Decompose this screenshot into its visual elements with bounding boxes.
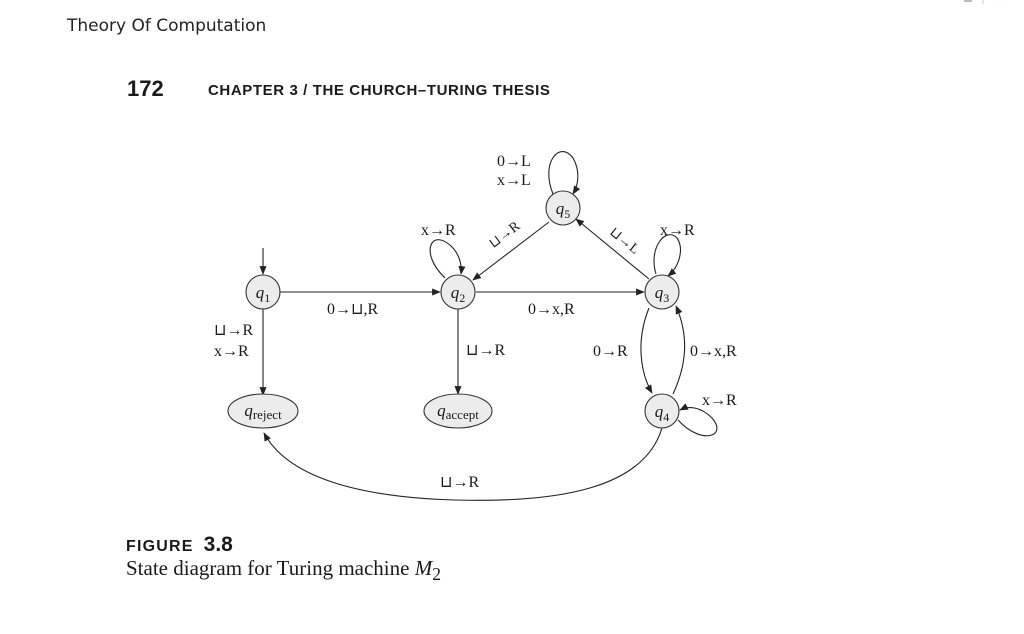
state-q4-base: q	[655, 402, 664, 421]
label-q1-reject-b: x→R	[214, 343, 249, 360]
label-q3-q4: 0→x,R	[690, 343, 737, 360]
edge-q3-q4	[640, 307, 653, 394]
edge-q3-q5	[575, 218, 650, 280]
state-q1-sub: 1	[264, 291, 270, 305]
edge-q3-self	[653, 234, 681, 277]
state-q5-base: q	[556, 199, 565, 218]
state-q3-sub: 3	[663, 291, 669, 305]
label-q4-self: x→R	[702, 392, 737, 409]
label-q5-q2: ⊔→R	[487, 219, 524, 252]
svg-text:q1: q1	[256, 283, 271, 305]
label-q2-q3: 0→x,R	[528, 301, 575, 318]
state-q3: q3	[644, 274, 680, 310]
window-minimize-icon[interactable]	[964, 0, 972, 2]
state-q5-sub: 5	[564, 207, 570, 221]
figure-label-number: 3.8	[203, 533, 233, 556]
state-q3-base: q	[655, 283, 664, 302]
figure-caption: State diagram for Turing machine M2	[126, 556, 441, 585]
figure-label: FIGURE 3.8	[126, 533, 233, 557]
label-q2-self: x→R	[421, 222, 456, 239]
edge-q5-q2	[472, 221, 550, 281]
state-qaccept-sub: accept	[446, 407, 480, 422]
state-qreject-sub: reject	[253, 407, 282, 422]
figure-caption-var: M	[414, 556, 433, 580]
state-q1: q1	[245, 274, 281, 310]
edge-q4-q3	[672, 305, 686, 395]
edge-q4-reject	[263, 427, 663, 501]
label-q3-q5: ⊔→L	[606, 225, 641, 258]
state-q2: q2	[440, 274, 476, 310]
edge-q2-self	[429, 239, 466, 279]
page-number: 172	[127, 76, 164, 101]
label-q4-reject: ⊔→R	[440, 474, 479, 491]
label-q5-self-a: 0→L	[497, 153, 531, 170]
label-q2-accept: ⊔→R	[466, 342, 505, 359]
label-q4-q3: 0→R	[593, 343, 628, 360]
svg-text:q5: q5	[556, 199, 571, 221]
figure-caption-prefix: State diagram for Turing machine	[126, 556, 415, 580]
state-qreject: qreject	[227, 393, 299, 429]
edge-q4-self	[677, 403, 718, 437]
figure-caption-sub: 2	[432, 564, 441, 585]
state-q4: q4	[644, 393, 680, 429]
chapter-heading: CHAPTER 3 / THE CHURCH–TURING THESIS	[208, 82, 551, 99]
window-controls	[964, 0, 1001, 4]
state-qaccept-base: q	[437, 401, 446, 420]
state-q1-base: q	[256, 283, 265, 302]
window-title: Theory Of Computation	[67, 16, 267, 36]
state-q2-sub: 2	[459, 291, 465, 305]
label-q3-self: x→R	[660, 222, 695, 239]
svg-text:q4: q4	[655, 402, 670, 424]
state-qreject-base: q	[244, 401, 253, 420]
state-q4-sub: 4	[663, 410, 669, 424]
label-q1-reject-a: ⊔→R	[214, 322, 253, 339]
edge-q5-self	[548, 151, 581, 195]
figure-label-word: FIGURE	[126, 538, 194, 555]
state-q5: q5	[545, 190, 581, 226]
label-q1-q2: 0→⊔,R	[327, 301, 378, 318]
svg-text:qreject: qreject	[244, 401, 282, 422]
svg-text:q3: q3	[655, 283, 670, 305]
label-q5-self-b: x→L	[497, 172, 531, 189]
svg-text:qaccept: qaccept	[437, 401, 479, 422]
state-qaccept: qaccept	[423, 393, 493, 429]
svg-text:q2: q2	[451, 283, 466, 305]
state-q2-base: q	[451, 283, 460, 302]
